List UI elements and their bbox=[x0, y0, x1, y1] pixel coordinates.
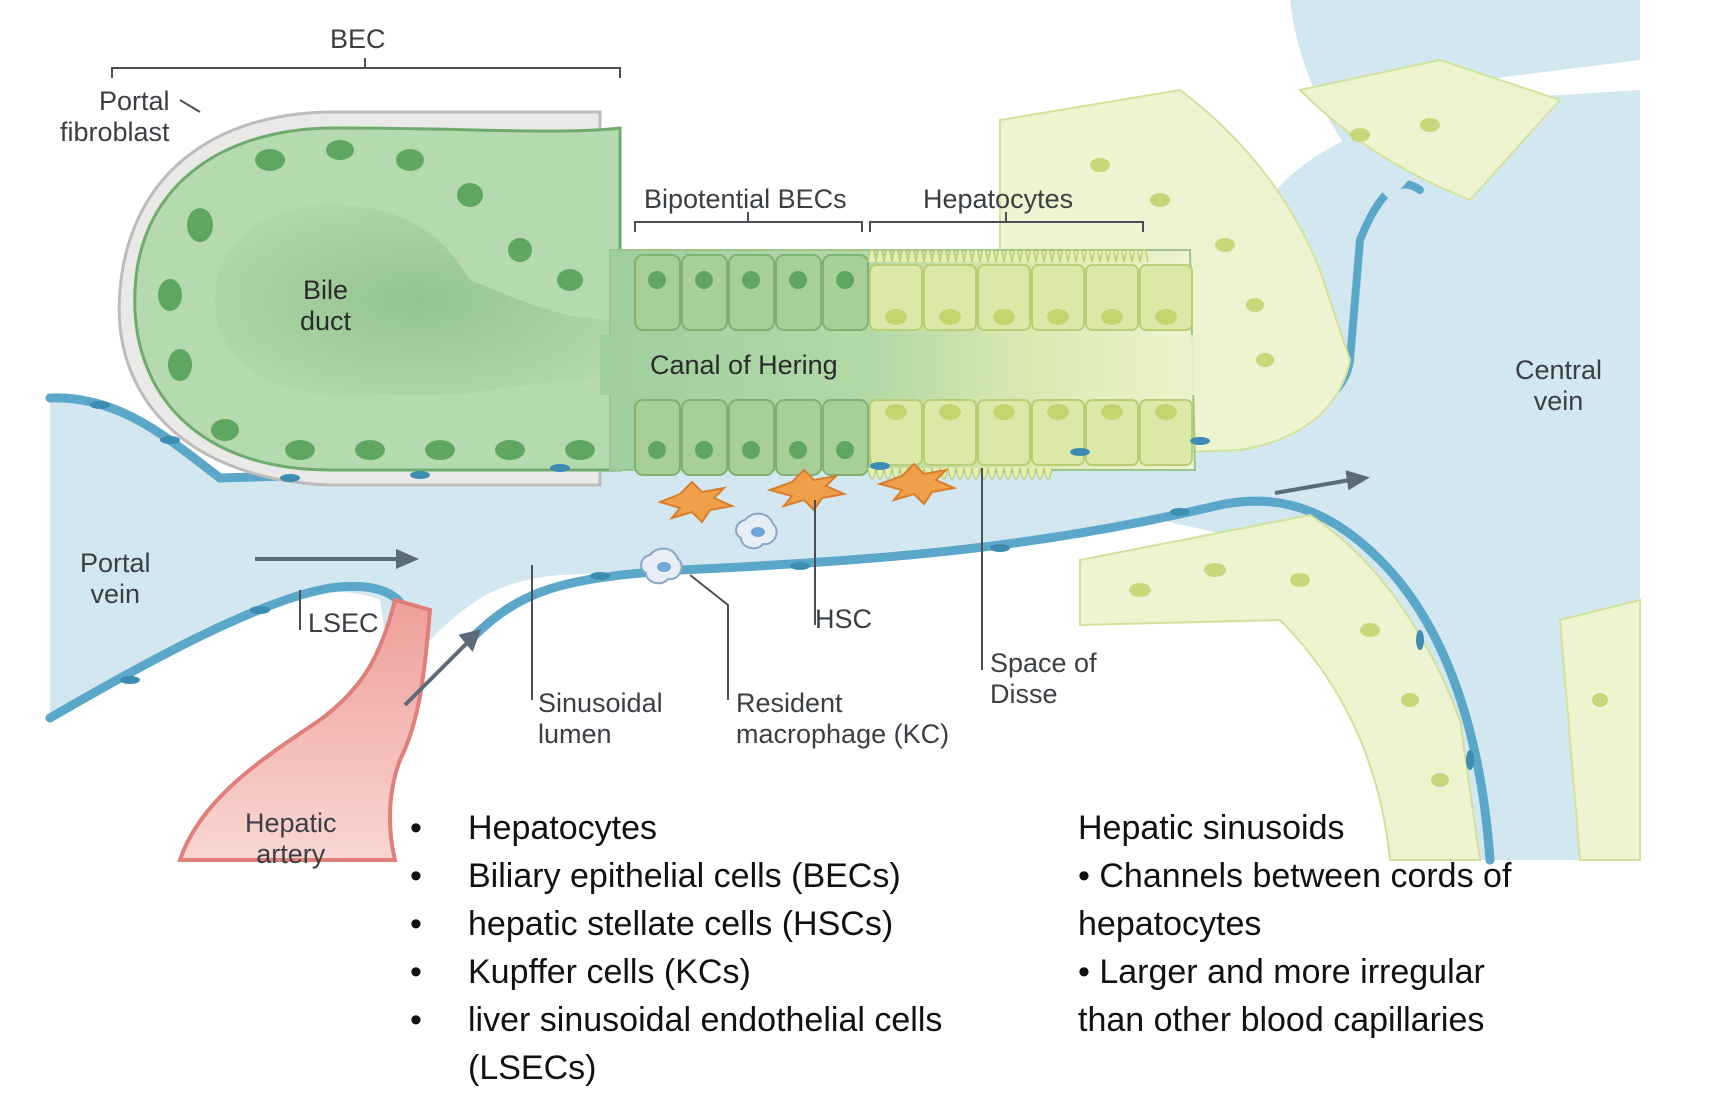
right-edge-cord bbox=[1558, 598, 1641, 861]
cell-type-item: Hepatocytes bbox=[410, 804, 1030, 852]
hepatocytes-label: Hepatocytes bbox=[923, 184, 1074, 214]
duct-lumen bbox=[215, 205, 620, 395]
hsc-1 bbox=[656, 480, 736, 524]
cord-nuclei bbox=[1090, 118, 1608, 787]
fibroblast-leader bbox=[179, 99, 201, 113]
hepatocyte-cords bbox=[999, 58, 1641, 861]
bipotential-becs-label: Bipotential BECs bbox=[644, 184, 847, 214]
flow-arrows bbox=[255, 470, 1370, 707]
kc-leader bbox=[689, 574, 729, 700]
resident-macrophage-label: Resident macrophage (KC) bbox=[736, 688, 950, 749]
cell-type-item: hepatic stellate cells (HSCs) bbox=[410, 900, 1030, 948]
hepatocytes-bracket bbox=[869, 212, 1144, 232]
lower-cord bbox=[1079, 513, 1482, 861]
sinusoids-point: • Larger and more irregular than other b… bbox=[1078, 953, 1485, 1039]
hepatocyte-nuclei bbox=[885, 309, 1177, 420]
brackets bbox=[111, 58, 1144, 700]
hsc-label: HSC bbox=[815, 604, 873, 634]
microvilli-top bbox=[867, 248, 1149, 263]
hepatic-artery-label: Hepatic artery bbox=[245, 808, 337, 869]
nuclei bbox=[158, 140, 854, 460]
cell-type-item: Biliary epithelial cells (BECs) bbox=[410, 852, 1030, 900]
bipotential-bracket bbox=[634, 212, 863, 232]
hsc-2 bbox=[766, 468, 848, 512]
sinusoids-notes: Hepatic sinusoids • Channels between cor… bbox=[1078, 804, 1518, 1044]
hepatic-artery bbox=[177, 597, 433, 862]
sinusoidal-lumen-label: Sinusoidal lumen bbox=[538, 688, 663, 749]
sinusoids-heading: Hepatic sinusoids bbox=[1078, 809, 1345, 847]
bipotential-cells bbox=[634, 254, 869, 476]
bile-duct-label: Bile duct bbox=[300, 275, 352, 336]
bec-label: BEC bbox=[330, 24, 386, 54]
hsc-3 bbox=[876, 462, 958, 506]
portal-fibroblast-label: Portal fibroblast bbox=[60, 86, 170, 147]
stellate-cells bbox=[656, 462, 958, 524]
cell-types-list: Hepatocytes Biliary epithelial cells (BE… bbox=[410, 804, 1030, 1092]
space-of-disse-label: Space of Disse bbox=[990, 648, 1097, 709]
canal-lumen bbox=[600, 335, 1220, 395]
central-vein-label: Central vein bbox=[1515, 355, 1603, 416]
kupffer-cells bbox=[640, 512, 778, 585]
bec-bracket bbox=[111, 58, 621, 78]
portal-vein-label: Portal vein bbox=[80, 548, 151, 609]
canal-hepatocytes bbox=[869, 264, 1193, 466]
cell-type-item: Kupffer cells (KCs) bbox=[410, 948, 1030, 996]
sinusoids-point: • Channels between cords of hepatocytes bbox=[1078, 857, 1512, 943]
endothelial-nuclei bbox=[90, 401, 1474, 770]
cell-type-item: liver sinusoidal endothelial cells (LSEC… bbox=[410, 996, 1030, 1092]
canal-of-hering-label: Canal of Hering bbox=[650, 350, 838, 380]
lsec-label: LSEC bbox=[308, 608, 379, 638]
